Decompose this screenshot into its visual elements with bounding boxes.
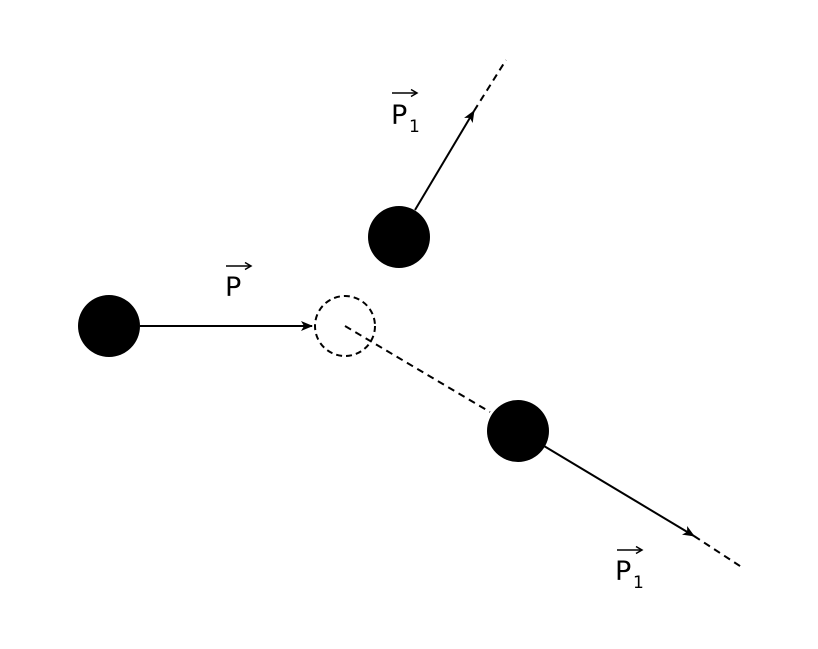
vector-overline-arrowhead (410, 88, 419, 98)
vector-overline-arrowhead (244, 261, 253, 271)
label-subscript: 1 (409, 117, 420, 137)
lower-trajectory-dashed (693, 535, 744, 569)
vector-overline-arrowhead (635, 545, 644, 555)
lower-ball (487, 400, 549, 462)
collision-point-ghost (314, 295, 376, 357)
upper-momentum-arrow (414, 110, 475, 211)
label-letter: P (615, 556, 631, 587)
upper-trajectory-dashed (473, 59, 507, 112)
label-subscript: 1 (633, 573, 644, 593)
incoming-ball (78, 295, 140, 357)
lower-momentum-label: P 1 (615, 545, 644, 593)
upper-ball (368, 206, 430, 268)
incoming-momentum-label: P (225, 261, 253, 303)
lower-momentum-arrow (543, 445, 695, 537)
label-letter: P (225, 272, 241, 303)
label-letter: P (391, 100, 407, 131)
upper-momentum-label: P 1 (391, 88, 420, 137)
lower-trajectory-dashed (344, 325, 491, 413)
